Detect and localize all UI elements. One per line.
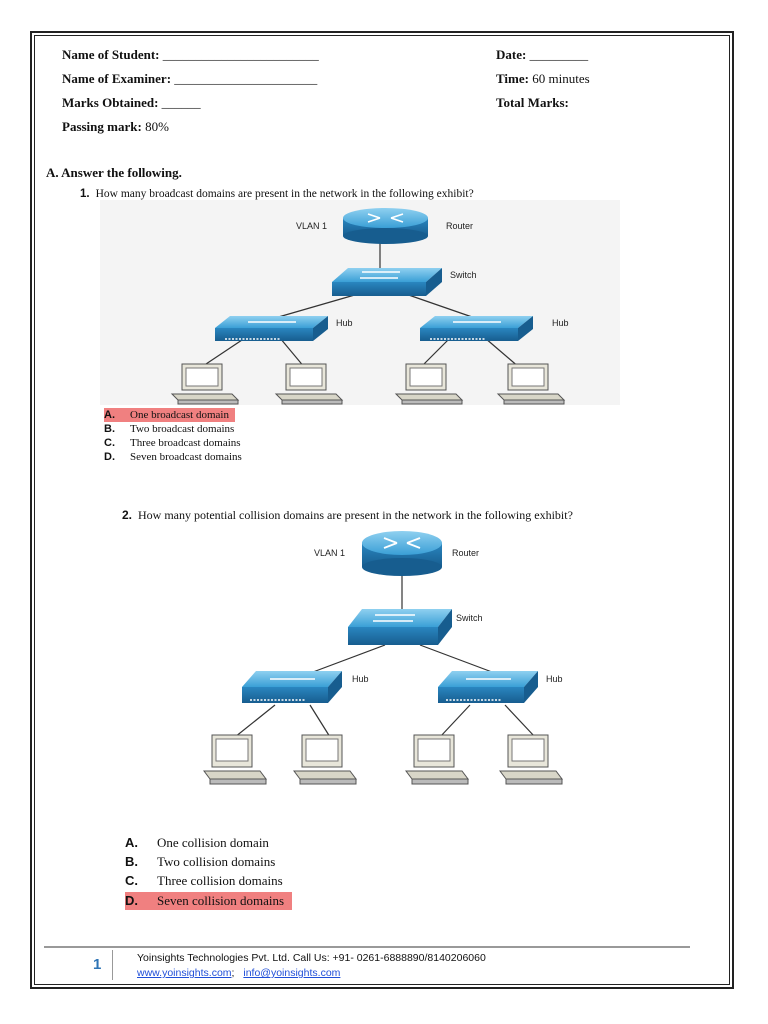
- switch-icon: [332, 268, 442, 296]
- hub-left-label-2: Hub: [352, 674, 369, 684]
- q2-option-d-letter: D.: [125, 893, 138, 908]
- time-row: Time: 60 minutes: [496, 71, 590, 87]
- date-blank: _________: [529, 47, 589, 62]
- q1-option-a[interactable]: A. One broadcast domain: [104, 408, 235, 422]
- marks-label: Marks Obtained:: [62, 95, 159, 110]
- question-1-text: How many broadcast domains are present i…: [95, 188, 474, 200]
- computer-icon: [293, 734, 357, 785]
- switch-label-2: Switch: [456, 613, 483, 623]
- network-diagram-2: VLAN 1 Router Switch Hub Hub: [203, 531, 563, 785]
- switch-icon: [348, 609, 452, 645]
- page-inner-border: [34, 35, 730, 985]
- link-separator: ;: [231, 967, 235, 979]
- examiner-blank: ______________________: [174, 71, 318, 86]
- footer-divider: [44, 946, 690, 948]
- email-link[interactable]: info@yoinsights.com: [243, 967, 341, 979]
- q2-option-b[interactable]: B. Two collision domains: [125, 853, 275, 871]
- page-number: 1: [93, 956, 102, 973]
- q1-option-c-text: Three broadcast domains: [130, 437, 241, 449]
- q2-option-a[interactable]: A. One collision domain: [125, 834, 269, 852]
- time-value: 60 minutes: [532, 71, 590, 86]
- q2-option-d-text: Seven collision domains: [157, 893, 285, 908]
- footer-company-info: Yoinsights Technologies Pvt. Ltd. Call U…: [137, 952, 486, 964]
- router-label-2: Router: [452, 548, 479, 558]
- computer-icon: [170, 363, 240, 405]
- question-2-text: How many potential collision domains are…: [138, 508, 573, 522]
- student-blank: ________________________: [162, 47, 319, 62]
- switch-label-1: Switch: [450, 270, 477, 280]
- hub-right-label-1: Hub: [552, 318, 569, 328]
- q2-option-c-letter: C.: [125, 873, 138, 888]
- computer-icon: [496, 363, 566, 405]
- hub-right-label-2: Hub: [546, 674, 563, 684]
- question-2-number: 2.: [122, 508, 133, 522]
- vlan-label-1: VLAN 1: [296, 221, 327, 231]
- q1-option-c[interactable]: C. Three broadcast domains: [104, 436, 241, 450]
- hub-right-icon: [438, 671, 538, 703]
- q2-option-a-letter: A.: [125, 835, 138, 850]
- section-title: A. Answer the following.: [46, 165, 182, 180]
- examiner-name-row: Name of Examiner: ______________________: [62, 71, 317, 87]
- student-name-row: Name of Student: _______________________…: [62, 47, 319, 63]
- q1-option-d[interactable]: D. Seven broadcast domains: [104, 450, 242, 464]
- q1-option-a-text: One broadcast domain: [130, 409, 229, 421]
- q1-option-c-letter: C.: [104, 437, 115, 449]
- passing-mark-row: Passing mark: 80%: [62, 119, 169, 135]
- q1-option-b-text: Two broadcast domains: [130, 423, 235, 435]
- footer-separator: [112, 950, 113, 980]
- question-1: 1. How many broadcast domains are present…: [80, 188, 474, 200]
- router-icon: [343, 208, 428, 244]
- router-icon: [362, 531, 442, 576]
- question-2: 2. How many potential collision domains a…: [122, 508, 573, 523]
- total-marks-row: Total Marks:: [496, 95, 569, 111]
- computer-icon: [499, 734, 563, 785]
- connection-lines: [234, 575, 536, 738]
- vlan-label-2: VLAN 1: [314, 548, 345, 558]
- q1-option-a-letter: A.: [104, 409, 115, 421]
- q2-option-d[interactable]: D. Seven collision domains: [125, 892, 293, 910]
- hub-left-label-1: Hub: [336, 318, 353, 328]
- computer-icon: [394, 363, 464, 405]
- question-1-number: 1.: [80, 188, 90, 200]
- q2-option-c[interactable]: C. Three collision domains: [125, 872, 283, 890]
- passing-value: 80%: [145, 119, 169, 134]
- student-label: Name of Student:: [62, 47, 160, 62]
- hub-right-icon: [420, 316, 533, 341]
- page-outer-border: [30, 31, 734, 989]
- computer-icon: [274, 363, 344, 405]
- q1-option-b[interactable]: B. Two broadcast domains: [104, 422, 234, 436]
- time-label: Time:: [496, 71, 529, 86]
- passing-label: Passing mark:: [62, 119, 142, 134]
- date-row: Date: _________: [496, 47, 588, 63]
- marks-blank: ______: [161, 95, 201, 110]
- q1-option-b-letter: B.: [104, 423, 115, 435]
- total-marks-label: Total Marks:: [496, 95, 569, 110]
- network-diagram-1: VLAN 1 Router Switch Hub Hub: [100, 200, 620, 405]
- footer-links: www.yoinsights.com; info@yoinsights.com: [137, 967, 340, 979]
- examiner-label: Name of Examiner:: [62, 71, 172, 86]
- q2-option-b-text: Two collision domains: [157, 854, 276, 869]
- hub-left-icon: [215, 316, 328, 341]
- q2-option-a-text: One collision domain: [157, 835, 269, 850]
- website-link[interactable]: www.yoinsights.com: [137, 967, 232, 979]
- computer-icon: [203, 734, 267, 785]
- q2-option-c-text: Three collision domains: [157, 873, 283, 888]
- connection-lines: [199, 240, 521, 369]
- q2-option-b-letter: B.: [125, 854, 138, 869]
- hub-left-icon: [242, 671, 342, 703]
- date-label: Date:: [496, 47, 527, 62]
- computer-icon: [405, 734, 469, 785]
- q1-option-d-text: Seven broadcast domains: [130, 451, 242, 463]
- marks-row: Marks Obtained: ______: [62, 95, 201, 111]
- q1-option-d-letter: D.: [104, 451, 115, 463]
- router-label-1: Router: [446, 221, 473, 231]
